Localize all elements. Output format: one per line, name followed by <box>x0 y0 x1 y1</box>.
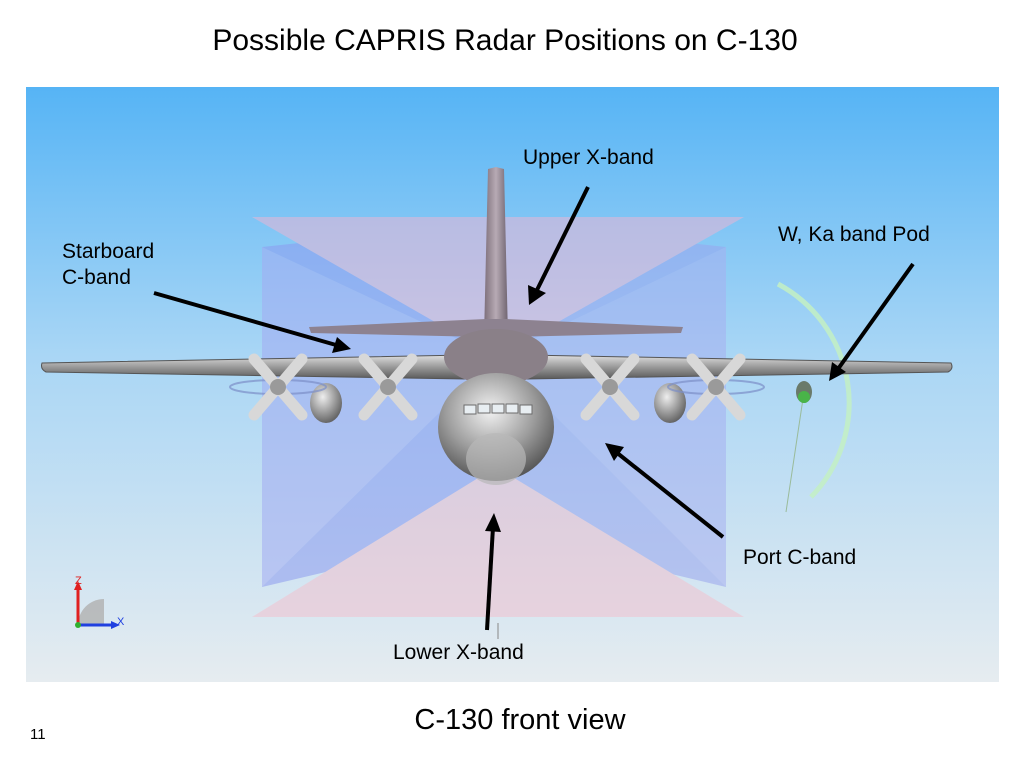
x-axis-label: X <box>117 616 125 628</box>
page-number: 11 <box>30 726 46 743</box>
axis-triad: Z X <box>74 575 125 629</box>
cockpit-windows <box>463 403 533 415</box>
wing-pod <box>796 381 812 403</box>
label-starboard-c-band: Starboard C-band <box>62 239 154 291</box>
pod-beam-arc <box>776 281 852 499</box>
pod-beam-line <box>785 391 805 513</box>
propellers <box>229 353 765 421</box>
callout-arrows <box>153 186 915 631</box>
slide-title: Possible CAPRIS Radar Positions on C-130 <box>212 24 798 57</box>
label-lower-x-band: Lower X-band <box>393 641 524 664</box>
label-w-ka-band-pod: W, Ka band Pod <box>778 223 930 246</box>
radome <box>466 433 526 485</box>
label-starboard-line1: Starboard <box>62 240 155 263</box>
label-upper-x-band: Upper X-band <box>523 146 654 169</box>
figure-caption: C-130 front view <box>414 704 626 736</box>
z-axis-label: Z <box>75 575 82 587</box>
engine-nacelles <box>310 383 686 423</box>
lower-beam-cone <box>252 467 744 617</box>
vertical-stabilizer <box>484 167 508 337</box>
label-starboard-line2: C-band <box>62 266 131 289</box>
c130-front-view-illustration: Z X <box>26 87 999 682</box>
label-port-c-band: Port C-band <box>743 546 857 569</box>
aircraft-render: Z X Upper X-band Starboard C-band W, Ka … <box>26 87 999 682</box>
horizontal-stabilizer <box>309 319 683 337</box>
fuselage-top <box>444 329 548 385</box>
